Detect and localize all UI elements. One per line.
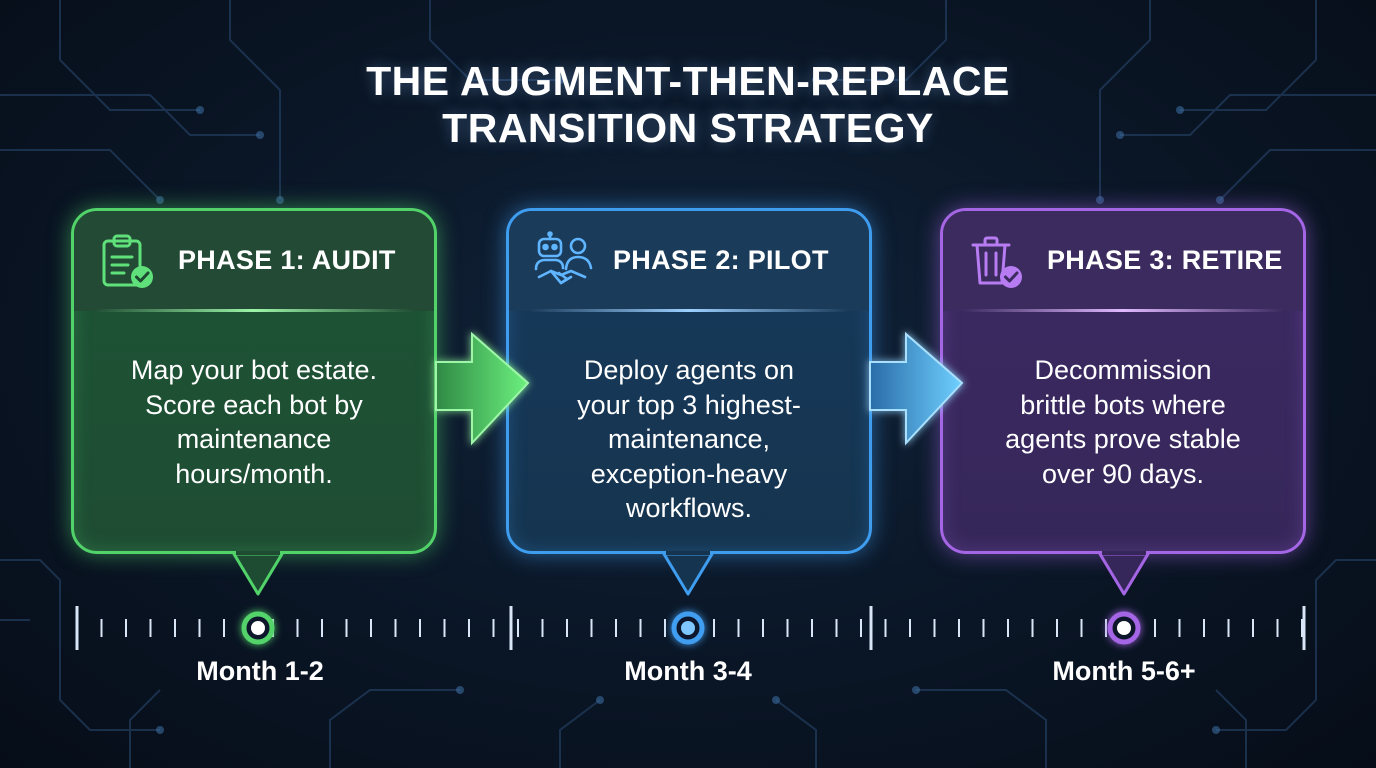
phase-2-line: exception-heavy: [590, 458, 788, 489]
phase-1-heading: PHASE 1: AUDIT: [178, 245, 396, 275]
phase-3-line: brittle bots where: [1020, 389, 1226, 420]
phase-1-description: Map your bot estate. Score each bot by m…: [74, 353, 434, 491]
title-line-1: THE AUGMENT-THEN-REPLACE: [366, 58, 1010, 104]
phase-3-line: over 90 days.: [1041, 458, 1205, 489]
phase-1-line: hours/month.: [175, 458, 333, 489]
title-line-2: TRANSITION STRATEGY: [442, 105, 934, 151]
phase-1-line: Map your bot estate.: [130, 355, 378, 385]
phase-1-card: PHASE 1: AUDIT Map your bot estate. Scor…: [71, 208, 437, 554]
phase-2-line: workflows.: [625, 493, 753, 523]
phase-1-divider: [94, 309, 414, 312]
month-label-2: Month 3-4: [624, 656, 752, 686]
page-title: THE AUGMENT-THEN-REPLACE TRANSITION STRA…: [0, 58, 1376, 152]
phase-2-line: your top 3 highest-: [577, 389, 801, 420]
phase-1-header: PHASE 1: AUDIT: [74, 211, 434, 311]
phase-3-header: PHASE 3: RETIRE: [943, 211, 1303, 311]
phase-3-divider: [963, 309, 1283, 312]
phase-3-heading: PHASE 3: RETIRE: [1047, 245, 1283, 275]
phase-3-line: agents prove stable: [1005, 424, 1241, 454]
clipboard-check-icon: [102, 234, 153, 288]
phase-2-line: Deploy agents on: [583, 355, 795, 385]
robot-handshake-icon: [534, 231, 593, 285]
phase-1-line: maintenance: [176, 424, 332, 454]
phase-2-description: Deploy agents on your top 3 highest- mai…: [509, 353, 869, 526]
phase-2-line: maintenance,: [607, 424, 771, 454]
phase-2-heading: PHASE 2: PILOT: [613, 245, 829, 275]
month-label-3: Month 5-6+: [1052, 656, 1196, 686]
phase-3-line: Decommission: [1034, 355, 1212, 385]
phase-2-divider: [529, 309, 849, 312]
phase-1-line: Score each bot by: [145, 389, 363, 420]
phase-3-card: PHASE 3: RETIRE Decommission brittle bot…: [940, 208, 1306, 554]
trash-check-icon: [971, 236, 1022, 288]
month-label-1: Month 1-2: [196, 656, 324, 686]
phase-2-header: PHASE 2: PILOT: [509, 211, 869, 311]
phase-3-description: Decommission brittle bots where agents p…: [943, 353, 1303, 491]
phase-2-card: PHASE 2: PILOT Deploy agents on your top…: [506, 208, 872, 554]
